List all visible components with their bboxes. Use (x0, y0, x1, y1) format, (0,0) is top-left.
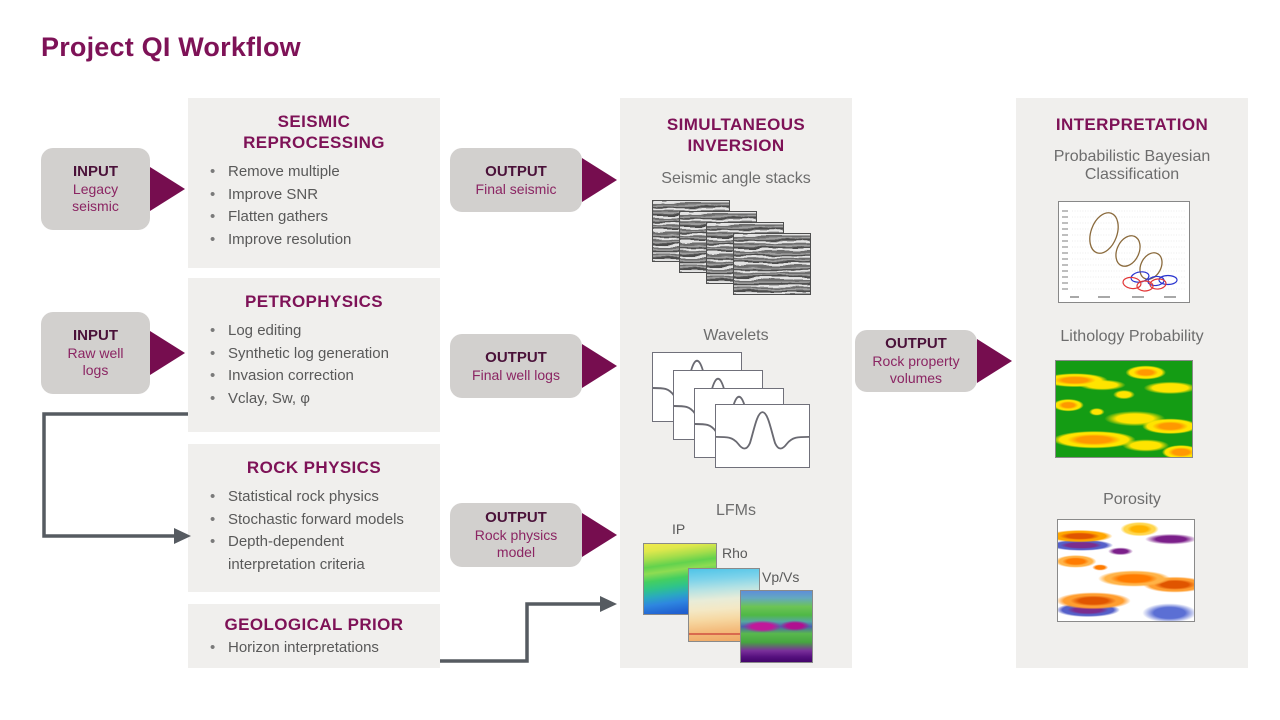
bullet-item: •Statistical rock physics (210, 486, 430, 509)
porosity-label: Porosity (1103, 491, 1161, 508)
bullet-item: •Depth-dependent interpretation criteria (210, 531, 430, 576)
flow-arrow-icon (977, 339, 1012, 383)
process-box-geological-prior: GEOLOGICAL PRIOR •Horizon interpretation… (188, 604, 440, 668)
porosity-image (1057, 519, 1195, 622)
input-box-raw-well-logs: INPUT Raw well logs (41, 312, 150, 394)
output-sub-label: Rock physics model (474, 527, 558, 560)
output-sub-label: Final well logs (472, 366, 560, 383)
process-box-petrophysics: PETROPHYSICS •Log editing •Synthetic log… (188, 278, 440, 432)
input-sub-label: Legacy seismic (72, 181, 119, 214)
output-sub-label: Rock property volumes (872, 353, 960, 386)
process-box-rock-physics: ROCK PHYSICS •Statistical rock physics •… (188, 444, 440, 592)
bullet-item: •Log editing (210, 320, 430, 343)
bullet-dot: • (210, 639, 216, 656)
connector-arrowhead-icon (600, 596, 617, 612)
output-box-rock-property-volumes: OUTPUT Rock property volumes (855, 330, 977, 392)
panel-title: INTERPRETATION (1055, 115, 1209, 134)
angle-stacks-label: Seismic angle stacks (661, 170, 811, 187)
flow-arrow-icon (582, 344, 617, 388)
input-label: INPUT (73, 163, 118, 180)
bullet-dot: • (210, 344, 216, 362)
output-sub-label: Final seismic (475, 180, 557, 197)
bullet-item: •Stochastic forward models (210, 509, 430, 532)
process-box-title: PETROPHYSICS (245, 292, 383, 311)
seismic-stack-image (733, 233, 811, 295)
output-label: OUTPUT (485, 509, 547, 526)
bullet-item: •Horizon interpretations (210, 637, 430, 660)
output-box-final-well-logs: OUTPUT Final well logs (450, 334, 582, 398)
lfm-ip-label: IP (672, 521, 686, 537)
bullet-dot: • (210, 533, 216, 550)
flow-arrow-icon (150, 167, 185, 211)
input-sub-label: Raw well logs (67, 345, 124, 378)
output-label: OUTPUT (885, 335, 947, 352)
bullet-item: •Vclay, Sw, φ (210, 388, 430, 411)
bullet-item: •Invasion correction (210, 365, 430, 388)
wavelet-image (715, 404, 810, 468)
connector-geological-prior-to-inversion (440, 602, 600, 663)
lfms-label: LFMs (716, 502, 756, 519)
wavelets-label: Wavelets (703, 327, 769, 344)
input-label: INPUT (73, 327, 118, 344)
lfm-vpvs-label: Vp/Vs (762, 569, 800, 585)
bullet-dot: • (210, 322, 216, 339)
bullet-item: •Flatten gathers (210, 206, 430, 229)
flow-arrow-icon (150, 331, 185, 375)
output-box-final-seismic: OUTPUT Final seismic (450, 148, 582, 212)
process-box-title: GEOLOGICAL PRIOR (224, 615, 404, 634)
output-label: OUTPUT (485, 162, 547, 180)
lithology-label: Lithology Probability (1060, 328, 1204, 345)
process-box-title: SEISMIC REPROCESSING (243, 112, 385, 152)
rho-horizon-line (689, 633, 759, 635)
process-box-seismic-reprocessing: SEISMIC REPROCESSING •Remove multiple •I… (188, 98, 440, 268)
bullet-item: •Remove multiple (210, 161, 430, 184)
panel-title: SIMULTANEOUS INVERSION (666, 115, 806, 155)
bullet-dot: • (210, 510, 216, 528)
bullet-item: •Synthetic log generation (210, 343, 430, 366)
process-box-title: ROCK PHYSICS (246, 458, 382, 477)
lithology-probability-image (1055, 360, 1193, 458)
bayesian-label: Probabilistic Bayesian Classification (1053, 148, 1211, 183)
page-title: Project QI Workflow (41, 32, 301, 62)
bullet-item: •Improve resolution (210, 229, 430, 252)
bullet-dot: • (210, 367, 216, 384)
bullet-dot: • (210, 488, 216, 505)
output-box-rock-physics-model: OUTPUT Rock physics model (450, 503, 582, 567)
flow-arrow-icon (582, 513, 617, 557)
bullet-dot: • (210, 389, 216, 407)
connector-petrophysics-to-rock-physics (42, 412, 188, 538)
input-box-legacy-seismic: INPUT Legacy seismic (41, 148, 150, 230)
lfm-rho-label: Rho (722, 545, 748, 561)
bullet-dot: • (210, 163, 216, 180)
bullet-item: •Improve SNR (210, 184, 430, 207)
bullet-dot: • (210, 208, 216, 225)
lfm-vpvs-image (740, 590, 813, 663)
flow-arrow-icon (582, 158, 617, 202)
bullet-dot: • (210, 185, 216, 203)
bullet-dot: • (210, 230, 216, 248)
bayesian-crossplot-image (1058, 201, 1190, 303)
output-label: OUTPUT (485, 348, 547, 366)
